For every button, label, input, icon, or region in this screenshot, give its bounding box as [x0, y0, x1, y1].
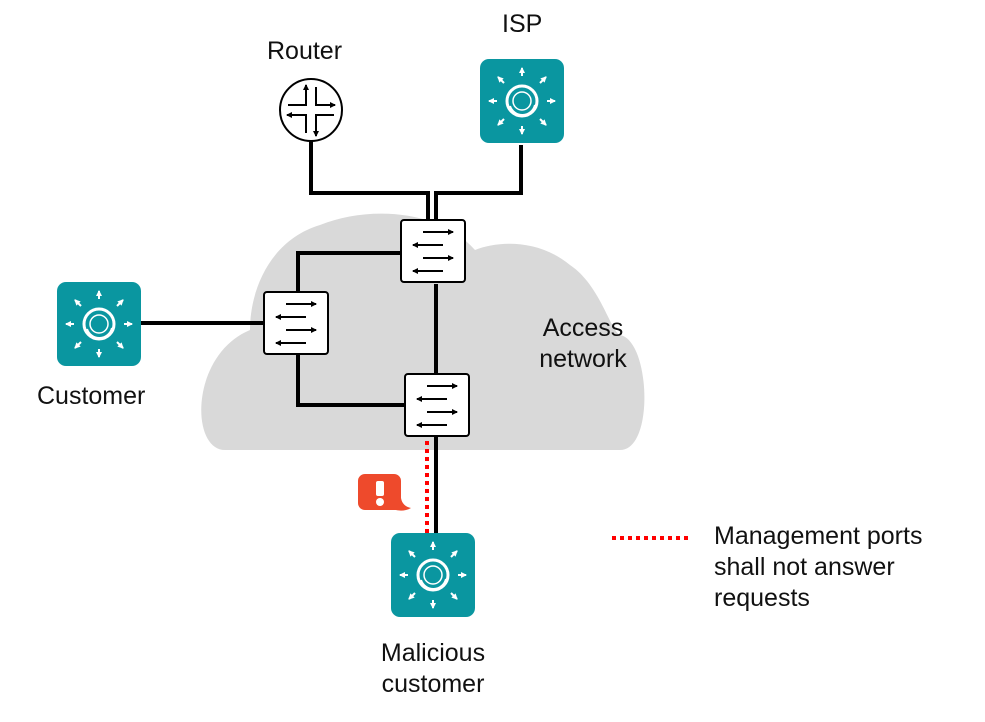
switch-bottom[interactable]	[405, 374, 469, 436]
switch-left[interactable]	[264, 292, 328, 354]
links	[141, 140, 523, 535]
legend-text-line3: requests	[714, 584, 810, 612]
router-icon	[279, 78, 343, 142]
link-isp-switch-top	[434, 145, 523, 221]
isp-node[interactable]	[480, 59, 564, 143]
switch-icon	[405, 374, 469, 436]
malicious-customer-node[interactable]	[391, 533, 475, 617]
router-node[interactable]	[279, 78, 343, 142]
endpoint-device-icon	[480, 59, 564, 143]
cloud-label: Access network	[518, 313, 648, 375]
isp-label: ISP	[502, 10, 543, 38]
alert-badge	[358, 474, 411, 511]
switch-icon	[264, 292, 328, 354]
link-router-switch-top	[309, 140, 430, 221]
exclamation-icon	[358, 474, 411, 511]
cloud-label-line2: network	[539, 345, 627, 373]
malicious-label-line1: Malicious	[380, 639, 486, 667]
router-label: Router	[267, 37, 343, 65]
legend-text-line2: shall not answer	[714, 553, 895, 581]
customer-label: Customer	[37, 382, 146, 410]
link-switch-left-switch-bottom	[296, 354, 405, 407]
switch-top[interactable]	[401, 220, 465, 282]
link-switch-top-switch-left	[296, 251, 401, 293]
endpoint-device-icon	[391, 533, 475, 617]
legend-text: Management ports shall not answer reques…	[714, 521, 922, 614]
customer-node[interactable]	[57, 282, 141, 366]
cloud-label-line1: Access	[542, 314, 624, 342]
switch-icon	[401, 220, 465, 282]
malicious-customer-label: Malicious customer	[358, 638, 508, 700]
malicious-label-line2: customer	[381, 670, 485, 698]
access-network-cloud	[201, 213, 645, 450]
legend-text-line1: Management ports	[714, 522, 923, 550]
endpoint-device-icon	[57, 282, 141, 366]
